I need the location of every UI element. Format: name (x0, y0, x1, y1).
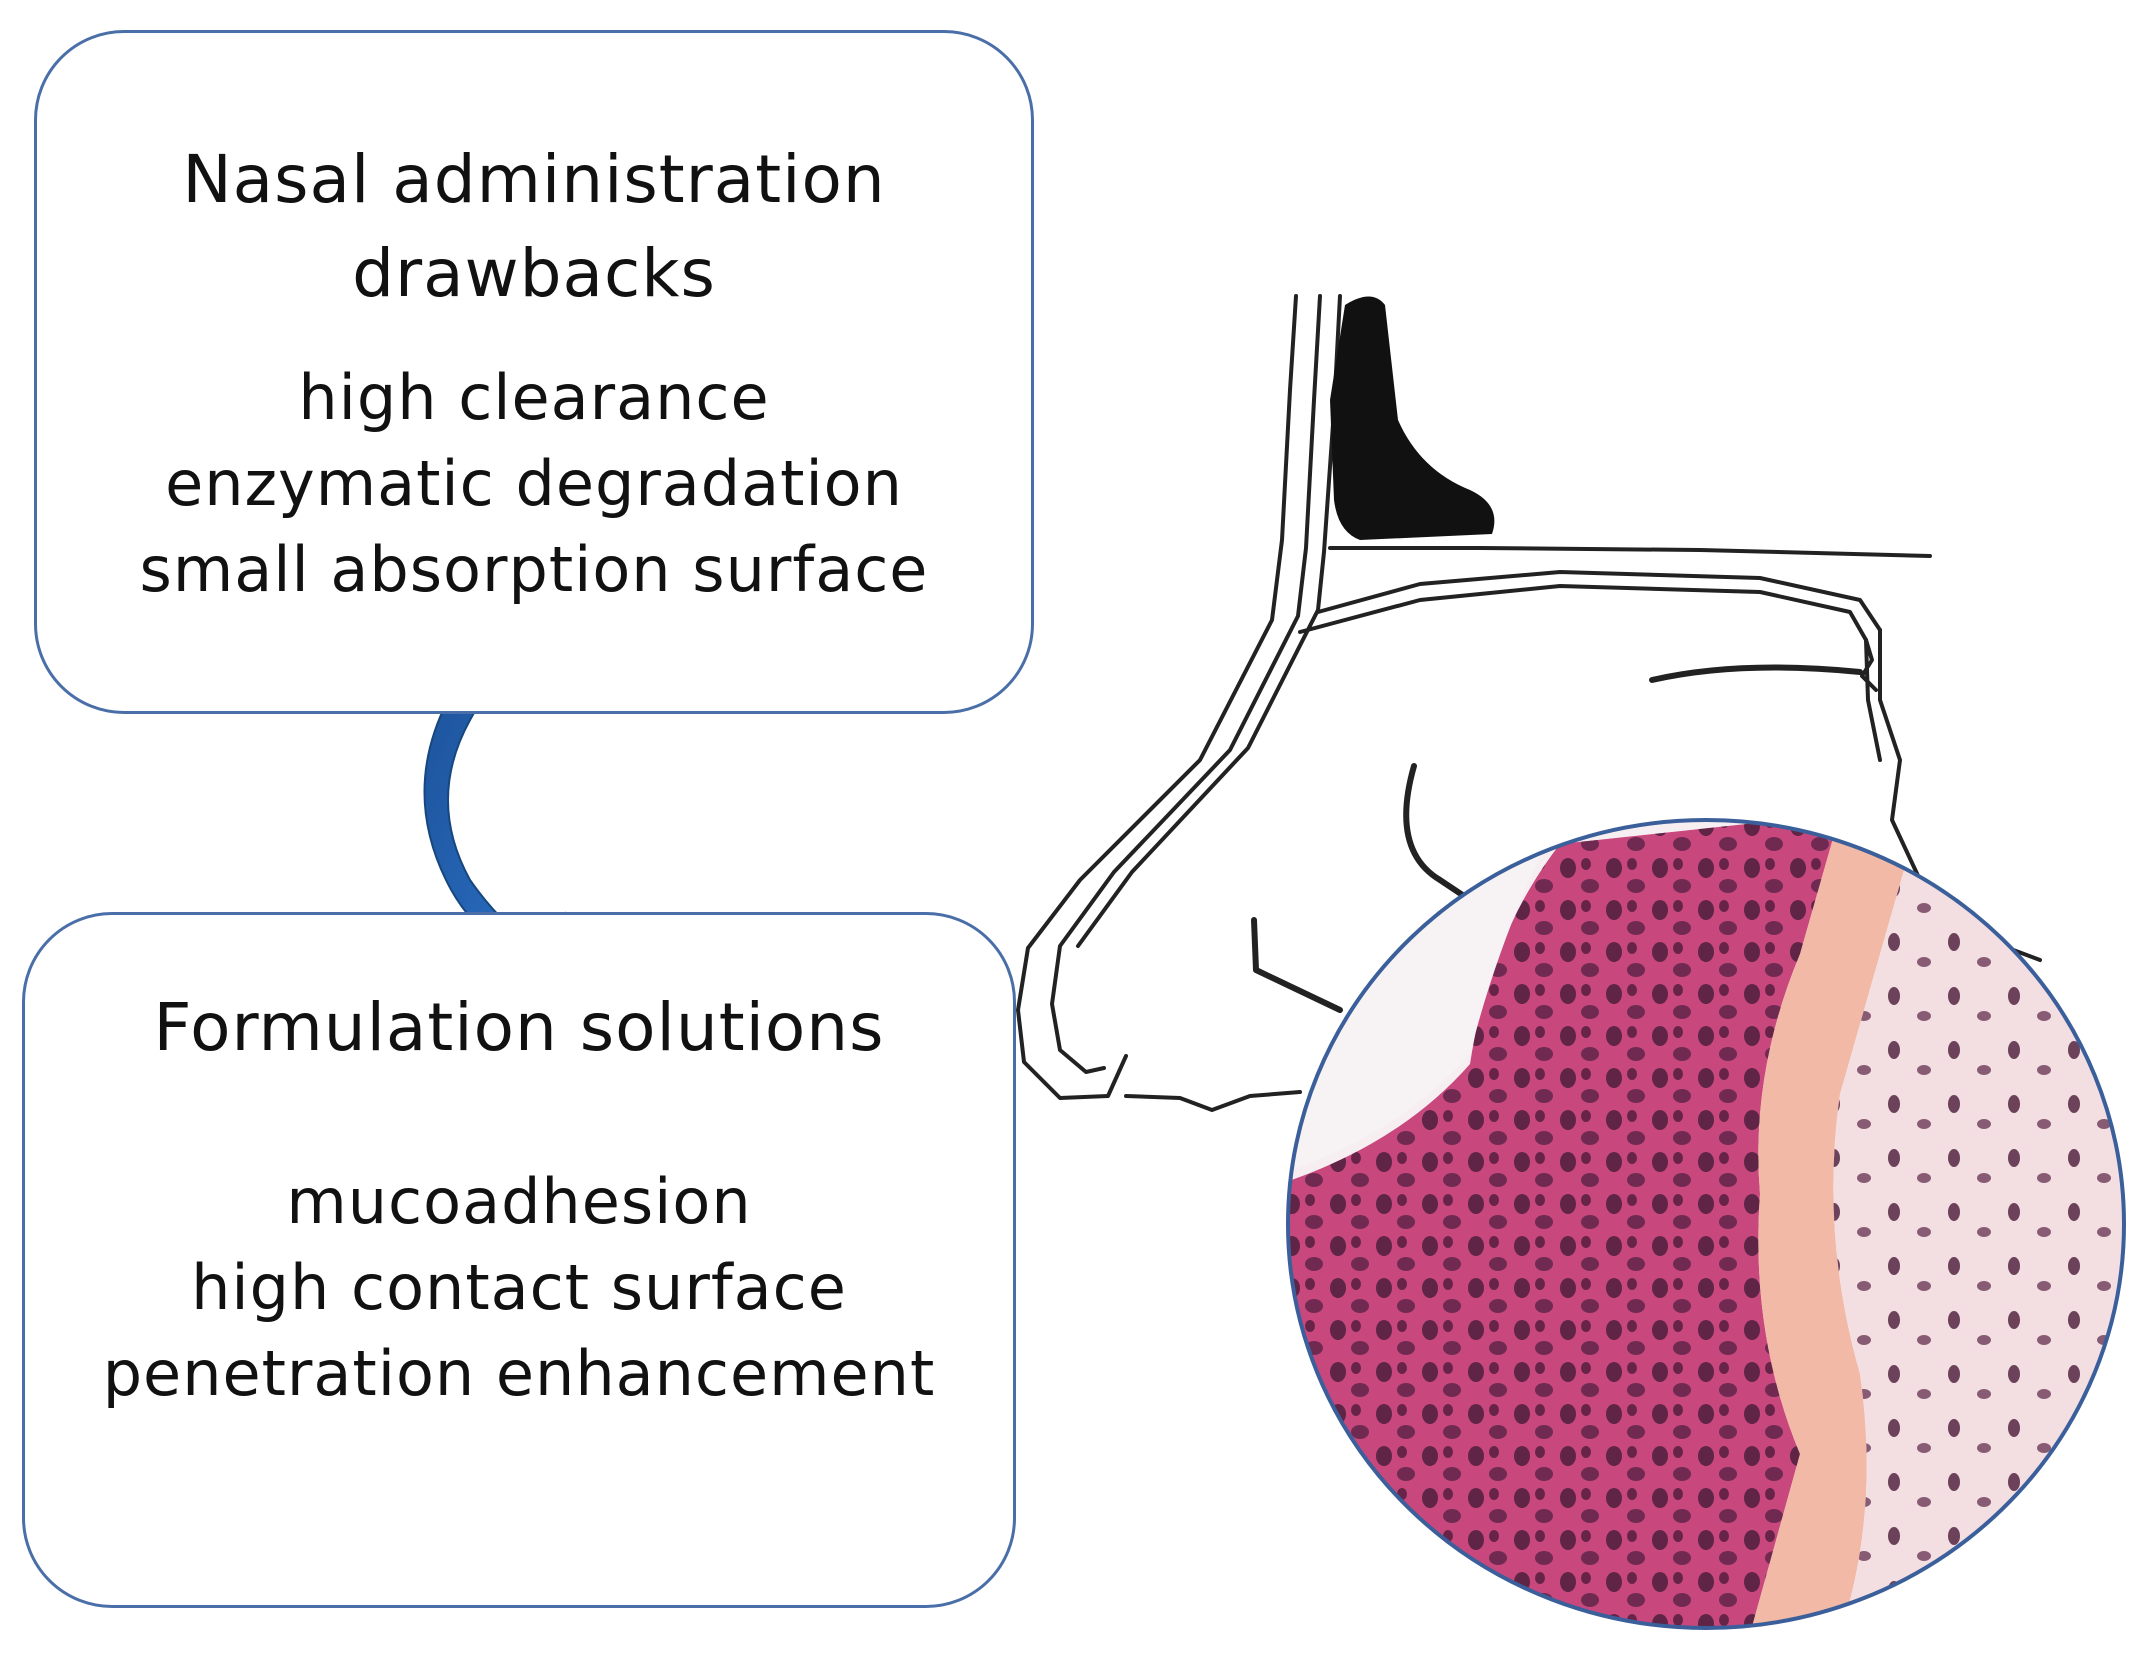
solutions-box: Formulation solutions mucoadhesion high … (22, 912, 1016, 1608)
drawback-item: enzymatic degradation (165, 447, 903, 520)
drawbacks-list: high clearance enzymatic degradation sma… (37, 355, 1031, 613)
solution-item: mucoadhesion (286, 1165, 752, 1238)
solution-item: penetration enhancement (102, 1337, 936, 1410)
solutions-list: mucoadhesion high contact surface penetr… (25, 1159, 1013, 1417)
sinus-shape (1330, 296, 1495, 540)
solutions-title: Formulation solutions (153, 989, 885, 1066)
drawback-item: small absorption surface (139, 533, 929, 606)
histology-circle-icon (1286, 818, 2126, 1630)
drawback-item: high clearance (298, 361, 770, 434)
drawbacks-box: Nasal administration drawbacks high clea… (34, 30, 1034, 714)
drawbacks-title-line-1: Nasal administration (182, 141, 886, 218)
drawbacks-title-line-2: drawbacks (352, 235, 716, 312)
drawbacks-title: Nasal administration drawbacks (37, 133, 1031, 321)
solution-item: high contact surface (191, 1251, 847, 1324)
